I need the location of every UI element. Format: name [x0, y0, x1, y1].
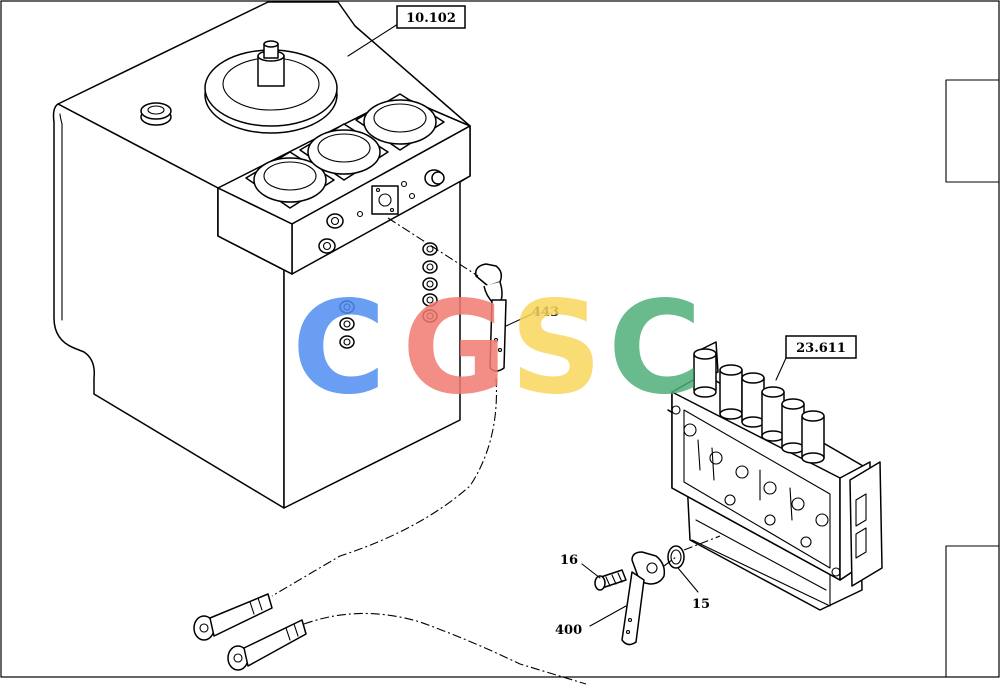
fuel-pipe-400: [621, 551, 666, 646]
filter-bowl-3: [355, 93, 445, 151]
tank-reference: 10.102: [347, 5, 466, 57]
right-edge-box-top: [945, 79, 1000, 183]
injection-pump: [667, 341, 883, 611]
watermark-letter-4: C: [608, 274, 702, 423]
tank-ref-label: 10.102: [406, 11, 456, 26]
lower-fitting-2: [227, 619, 307, 671]
filter-bowl-1: [245, 151, 335, 209]
callout-400: 400: [555, 605, 627, 638]
right-edge-box-bottom: [945, 545, 1000, 678]
delivery-valves: [693, 348, 825, 464]
watermark-letter-1: C: [292, 274, 386, 423]
lower-fitting-1: [193, 593, 273, 641]
fuel-pipe-443: [474, 263, 507, 372]
filler-cap: [140, 102, 172, 126]
manifold-flange: [371, 185, 399, 215]
pump-reference: 23.611: [775, 335, 857, 381]
drain-plug-1: [326, 213, 344, 229]
banjo-bolt-16: [594, 569, 627, 591]
callout-443-label: 443: [532, 305, 559, 320]
pump-bracket: [849, 461, 883, 587]
banjo-fitting: [424, 169, 445, 187]
watermark-letter-3: S: [510, 274, 602, 423]
watermark-logo: C G S C: [292, 274, 702, 423]
filter-bowl-2: [299, 123, 389, 181]
callout-16: 16: [560, 553, 601, 579]
seal-ring-15: [667, 545, 685, 569]
filter-module: [217, 93, 471, 275]
callout-15: 15: [677, 567, 710, 612]
watermark-letter-2: G: [402, 274, 507, 423]
fitting-set: [339, 242, 438, 349]
callout-443: 443: [505, 305, 559, 327]
callout-400-label: 400: [555, 623, 582, 638]
tank-cover-plate: [204, 40, 338, 134]
callout-16-label: 16: [560, 553, 578, 568]
drain-plug-2: [318, 238, 336, 254]
pump-ref-label: 23.611: [796, 341, 846, 356]
assembly-lines: [271, 217, 721, 685]
callout-15-label: 15: [692, 597, 710, 612]
